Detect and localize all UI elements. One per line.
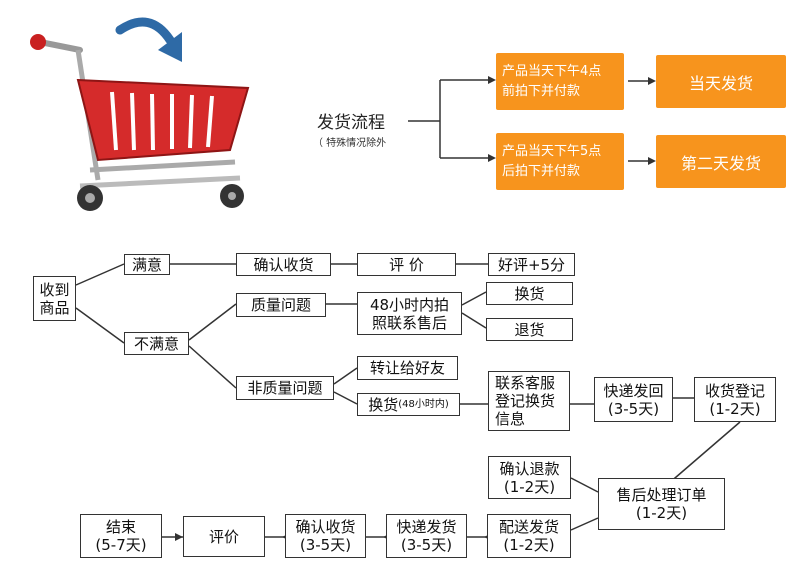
received-goods: 收到商品 — [33, 276, 76, 321]
transfer-to-friend: 转让给好友 — [357, 356, 458, 380]
non-quality-issue: 非质量问题 — [236, 376, 334, 400]
express-ship: 快递发货(3-5天) — [386, 514, 467, 558]
shopping-cart-icon — [30, 17, 250, 211]
same-day-shipping: 当天发货 — [656, 55, 786, 108]
unsatisfied: 不满意 — [124, 332, 189, 355]
satisfied: 满意 — [124, 254, 170, 275]
next-day-shipping: 第二天发货 — [656, 135, 786, 188]
exchange-within-48h: 换货(48小时内) — [357, 393, 460, 416]
return: 退货 — [486, 318, 573, 341]
ship-out: 配送发货(1-2天) — [487, 514, 571, 558]
confirm-refund: 确认退款(1-2天) — [488, 456, 571, 499]
exchange: 换货 — [486, 282, 573, 305]
shipping-note: （ 特殊情况除外 — [313, 138, 387, 149]
quality-issue: 质量问题 — [236, 293, 326, 317]
express-return: 快递发回(3-5天) — [594, 377, 673, 422]
shipping-title: 发货流程 — [317, 113, 385, 133]
contact-within-48h: 48小时内拍照联系售后 — [357, 292, 462, 335]
review: 评 价 — [357, 253, 456, 276]
review-2: 评价 — [183, 516, 265, 557]
confirm-receipt: 确认收货 — [236, 253, 331, 276]
curved-arrow-icon — [115, 17, 175, 45]
contact-service-register: 联系客服登记换货信息 — [488, 371, 570, 431]
good-review: 好评+5分 — [488, 253, 575, 276]
confirm-receipt-2: 确认收货(3-5天) — [285, 514, 366, 558]
after-sales-order: 售后处理订单(1-2天) — [598, 478, 725, 530]
rule-after-5pm: 产品当天下午5点后拍下并付款 — [496, 133, 624, 190]
rule-before-4pm: 产品当天下午4点前拍下并付款 — [496, 53, 624, 110]
receive-register: 收货登记(1-2天) — [694, 377, 776, 422]
end: 结束(5-7天) — [80, 514, 162, 558]
